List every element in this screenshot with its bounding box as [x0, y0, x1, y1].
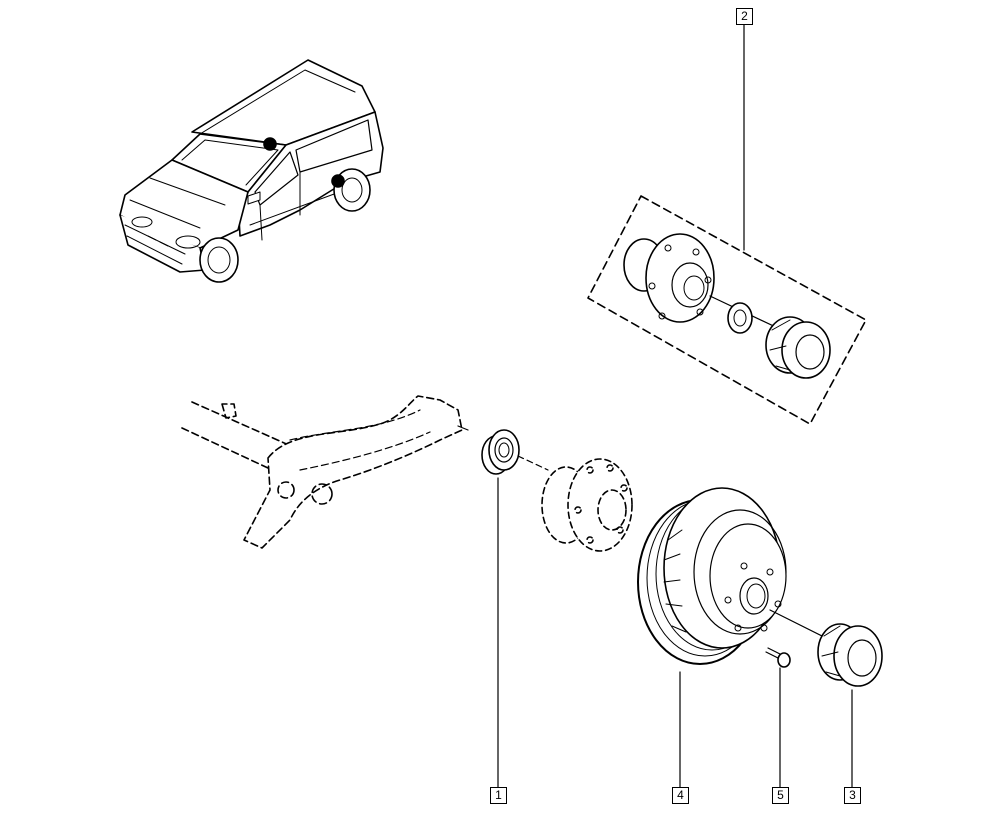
hub-outline	[541, 458, 633, 552]
callout-1: 1	[490, 787, 507, 804]
hub-assembly-kit	[587, 195, 867, 425]
van-illustration	[119, 59, 384, 283]
small-nut	[727, 302, 753, 334]
bearing-ring	[481, 429, 520, 475]
callout-2: 2	[736, 8, 753, 25]
kit-bearing-cap	[765, 316, 831, 379]
drum-screw	[765, 647, 791, 668]
callout-4: 4	[672, 787, 689, 804]
hub-nut-cap	[817, 623, 883, 687]
brake-drum	[637, 487, 787, 665]
rear-axle-arm	[181, 395, 463, 549]
callout-5: 5	[772, 787, 789, 804]
hub-flange	[623, 233, 715, 323]
callout-3: 3	[844, 787, 861, 804]
